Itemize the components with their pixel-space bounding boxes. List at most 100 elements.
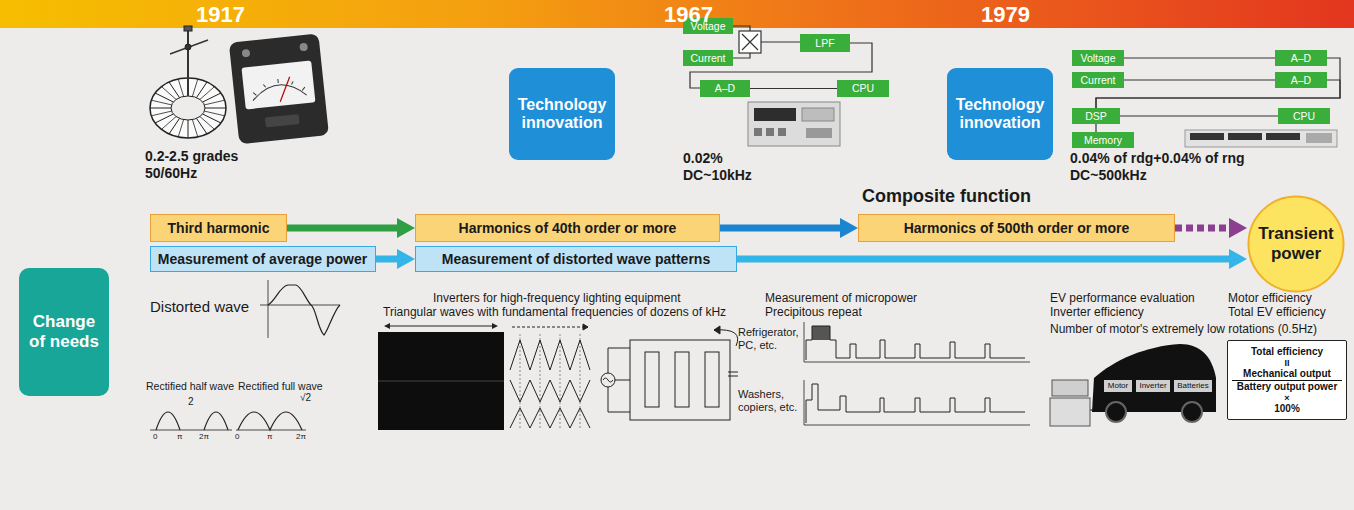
formula-text: Mechanical output xyxy=(1232,368,1342,381)
instrument-1979 xyxy=(1266,133,1300,140)
box-text: Measurement of average power xyxy=(158,251,367,267)
ev-car xyxy=(1182,402,1202,422)
innovation-box: Technology innovation xyxy=(509,68,615,160)
meter-drawing xyxy=(229,33,329,144)
section-heading: Composite function xyxy=(862,186,1031,207)
multiplier-wires xyxy=(733,53,750,58)
trend-arrow xyxy=(720,225,840,232)
ev-car xyxy=(1174,380,1212,392)
note-text: Total EV efficiency xyxy=(1228,306,1326,320)
rectified-waves xyxy=(150,412,306,430)
trend-arrow xyxy=(376,256,398,263)
rectified-waves xyxy=(238,412,302,430)
box-text: CPU xyxy=(852,83,874,94)
signal-block: Current xyxy=(1072,72,1124,88)
instrument-1967 xyxy=(748,102,840,146)
note-text: Triangular waves with fundamental freque… xyxy=(383,306,726,320)
graph-caption: Washers, copiers, etc. xyxy=(738,388,804,413)
meter-drawing xyxy=(265,114,300,127)
note-text: Inverter efficiency xyxy=(1050,306,1144,320)
distorted-wave xyxy=(268,285,340,335)
ev-car xyxy=(1104,380,1132,392)
box-text: DSP xyxy=(1085,111,1107,122)
meter-drawing xyxy=(229,33,329,144)
inverter-circuit xyxy=(603,378,613,382)
harmonics-box: Third harmonic xyxy=(150,214,287,242)
axis-tick: π xyxy=(177,432,183,441)
box-text: Harmonics of 40th order or more xyxy=(459,220,677,236)
meter-drawing xyxy=(242,49,251,58)
signal-block: LPF xyxy=(800,34,850,52)
rectified-waves xyxy=(156,412,228,430)
signal-block: CPU xyxy=(837,80,889,97)
meter-drawing xyxy=(278,77,292,102)
inverter-circuit xyxy=(630,340,730,420)
note-text: Measurement of micropower xyxy=(765,292,917,306)
triangular-waves xyxy=(510,340,590,370)
instrument-1967 xyxy=(754,108,796,121)
trend-arrow xyxy=(737,256,1229,263)
note-text: Inverters for high-frequency lighting eq… xyxy=(433,292,680,306)
inverter-burst xyxy=(384,323,498,329)
instrument-1979 xyxy=(1190,133,1224,140)
wave-value: 2 xyxy=(188,396,194,408)
distorted-wave xyxy=(260,280,340,338)
part-name: Motor xyxy=(1104,381,1132,390)
signal-block: A–D xyxy=(700,80,750,97)
axis-tick: 0 xyxy=(153,432,157,441)
coil-drawing xyxy=(170,40,208,54)
formula-text: × xyxy=(1284,393,1289,403)
spec-text: DC~10kHz xyxy=(683,167,752,183)
coil-drawing xyxy=(187,28,189,96)
coil-drawing xyxy=(185,44,191,50)
axis-tick: 0 xyxy=(235,432,239,441)
axis-tick: 2π xyxy=(199,432,209,441)
box-text: A–D xyxy=(715,83,735,94)
measurement-box: Measurement of distorted wave patterns xyxy=(415,246,737,272)
inverter-burst xyxy=(378,381,504,382)
harmonics-box: Harmonics of 40th order or more xyxy=(415,214,720,242)
circle-outline xyxy=(1248,196,1343,291)
instrument-1967 xyxy=(754,128,762,136)
instrument-1979 xyxy=(1228,133,1262,140)
wave-caption: Rectified half wave xyxy=(146,380,234,392)
wave-caption: Distorted wave xyxy=(150,298,249,315)
instrument-1979 xyxy=(1185,130,1337,147)
inverter-burst xyxy=(378,323,504,430)
part-name: Batteries xyxy=(1174,381,1212,390)
note-text: Motor efficiency xyxy=(1228,292,1312,306)
box-text: A–D xyxy=(1291,75,1311,86)
year-label: 1967 xyxy=(664,2,713,27)
signal-block: Current xyxy=(683,50,733,66)
note-text: EV performance evaluation xyxy=(1050,292,1195,306)
formula-text: 100% xyxy=(1274,403,1300,415)
signal-wire xyxy=(1124,57,1275,58)
part-name: Inverter xyxy=(1136,381,1170,390)
inverter-circuit xyxy=(714,326,720,334)
inverter-circuit xyxy=(601,373,615,387)
box-text: LPF xyxy=(815,38,834,49)
box-text: Third harmonic xyxy=(168,220,270,236)
box-text: CPU xyxy=(1293,111,1315,122)
spec-text: 0.02% xyxy=(683,150,723,166)
coil-drawing xyxy=(150,26,226,138)
harmonics-box: Harmonics of 500th order or more xyxy=(858,214,1175,242)
ev-car xyxy=(1052,380,1088,396)
measurement-box: Measurement of average power xyxy=(150,246,376,272)
innovation-box: Technology innovation xyxy=(947,68,1053,160)
meter-drawing xyxy=(241,60,315,109)
instrument-1967 xyxy=(806,128,832,138)
axis-tick: 2π xyxy=(296,432,306,441)
multiplier-wires xyxy=(742,34,758,50)
instrument-1967 xyxy=(778,128,786,136)
signal-block: A–D xyxy=(1275,72,1327,88)
signal-block: Voltage xyxy=(1072,50,1124,66)
power-graphs xyxy=(806,326,1025,360)
note-text: Number of motor's extremely low rotation… xyxy=(1050,323,1317,337)
box-text: Transient power xyxy=(1257,224,1335,263)
graph-caption: Refrigerator, PC, etc. xyxy=(738,326,804,351)
spec-text: 0.2-2.5 grades xyxy=(145,148,238,164)
multiplier-wires xyxy=(761,41,800,42)
signal-wire xyxy=(1095,124,1096,132)
signal-wire xyxy=(1124,79,1275,80)
